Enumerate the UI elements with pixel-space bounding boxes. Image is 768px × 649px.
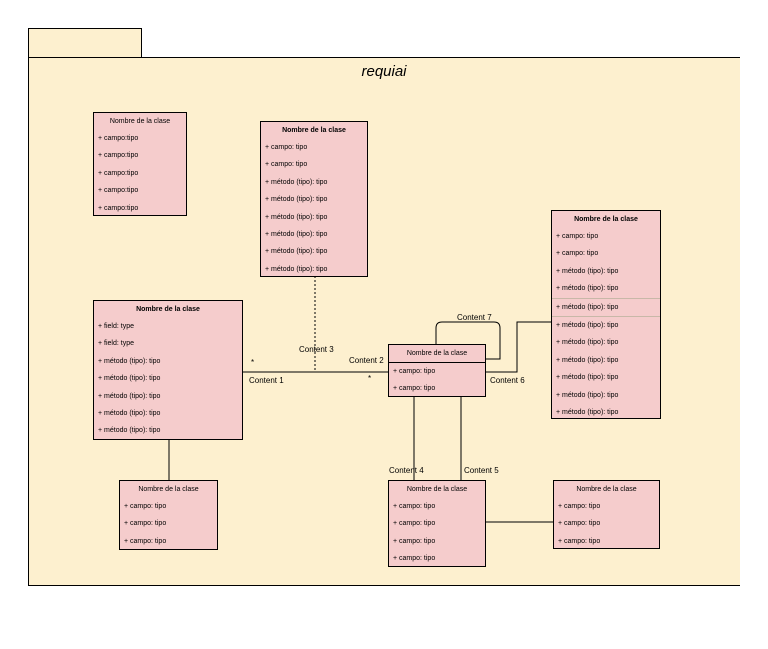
class-box-6[interactable]: Nombre de la clase + campo: tipo + campo… xyxy=(119,480,218,550)
class-field: + campo: tipo xyxy=(265,161,308,169)
class-field: + campo: tipo xyxy=(393,368,436,375)
class-field: + campo: tipo xyxy=(556,233,599,240)
class-name: Nombre de la clase xyxy=(138,486,199,493)
class-box-1[interactable]: Nombre de la clase + campo:tipo + campo:… xyxy=(93,112,187,216)
class-method: + método (tipo): tipo xyxy=(98,375,161,383)
class-field: + campo: tipo xyxy=(558,520,601,528)
content2-label: Content 2 xyxy=(349,356,384,365)
class-name: Nombre de la clase xyxy=(389,345,485,363)
content7-label: Content 7 xyxy=(457,313,492,322)
package-title: requiai xyxy=(361,63,407,80)
class-method: + método (tipo): tipo xyxy=(556,374,619,382)
class-method: + método (tipo): tipo xyxy=(552,297,660,316)
class-field: + campo: tipo xyxy=(393,503,436,510)
content3-label: Content 3 xyxy=(299,345,334,354)
class-field: + field: type xyxy=(98,340,134,348)
class-method: + método (tipo): tipo xyxy=(265,196,328,204)
class-method: + método (tipo): tipo xyxy=(556,356,619,364)
class-box-2[interactable]: Nombre de la clase + campo: tipo + campo… xyxy=(260,121,368,277)
class-method: + método (tipo): tipo xyxy=(556,408,619,416)
multiplicity-right: * xyxy=(368,374,372,383)
class-method: + método (tipo): tipo xyxy=(98,357,161,365)
class-box-3[interactable]: Nombre de la clase + campo: tipo + campo… xyxy=(551,210,661,419)
class-box-5[interactable]: Nombre de la clase + campo: tipo + campo… xyxy=(388,344,486,397)
class-method: + método (tipo): tipo xyxy=(556,391,619,399)
class-box-7[interactable]: Nombre de la clase + campo: tipo + campo… xyxy=(388,480,486,567)
class-field: + campo:tipo xyxy=(98,135,139,142)
class-field: + campo: tipo xyxy=(393,520,436,528)
class-field: + campo:tipo xyxy=(98,169,139,177)
content1-label: Content 1 xyxy=(249,376,284,385)
class-method: + método (tipo): tipo xyxy=(265,265,328,273)
class-method: + método (tipo): tipo xyxy=(556,285,619,293)
class-method: + método (tipo): tipo xyxy=(265,213,328,221)
class-method: + método (tipo): tipo xyxy=(265,178,328,186)
content6-association xyxy=(486,321,552,373)
package-tab xyxy=(28,28,142,57)
class-field: + campo: tipo xyxy=(124,503,167,510)
class-box-8[interactable]: Nombre de la clase + campo: tipo + campo… xyxy=(553,480,660,549)
content6-label: Content 6 xyxy=(490,376,525,385)
class-field: + campo: tipo xyxy=(393,385,436,393)
class-field: + campo: tipo xyxy=(265,144,308,151)
class-method: + método (tipo): tipo xyxy=(265,230,328,238)
class-method: + método (tipo): tipo xyxy=(265,248,328,256)
class-name: Nombre de la clase xyxy=(136,306,200,313)
class-field: + campo: tipo xyxy=(558,503,601,510)
class-method: + método (tipo): tipo xyxy=(556,339,619,347)
class-name: Nombre de la clase xyxy=(282,127,346,134)
content5-label: Content 5 xyxy=(464,466,499,475)
class-name: Nombre de la clase xyxy=(574,216,638,223)
multiplicity-left: * xyxy=(251,358,255,367)
class-field: + campo: tipo xyxy=(124,537,167,545)
class-field: + campo:tipo xyxy=(98,187,139,195)
content4-label: Content 4 xyxy=(389,466,424,475)
class-field: + campo: tipo xyxy=(393,555,436,563)
class-field: + field: type xyxy=(98,323,134,330)
class-method: + método (tipo): tipo xyxy=(98,409,161,417)
class-box-4[interactable]: Nombre de la clase + field: type + field… xyxy=(93,300,243,440)
content7-self-association xyxy=(435,321,501,360)
class-field: + campo:tipo xyxy=(98,204,139,212)
class-method: + método (tipo): tipo xyxy=(98,427,161,435)
class-field: + campo: tipo xyxy=(558,537,601,545)
class-method: + método (tipo): tipo xyxy=(556,267,619,275)
class-field: + campo: tipo xyxy=(393,537,436,545)
class-name: Nombre de la clase xyxy=(109,118,171,125)
class-method: + método (tipo): tipo xyxy=(552,315,660,334)
class-name: Nombre de la clase xyxy=(406,486,468,493)
class-method: + método (tipo): tipo xyxy=(98,392,161,400)
class-field: + campo: tipo xyxy=(124,520,167,528)
class-field: + campo:tipo xyxy=(98,152,139,160)
class-field: + campo: tipo xyxy=(556,250,599,258)
class-name: Nombre de la clase xyxy=(576,486,637,493)
